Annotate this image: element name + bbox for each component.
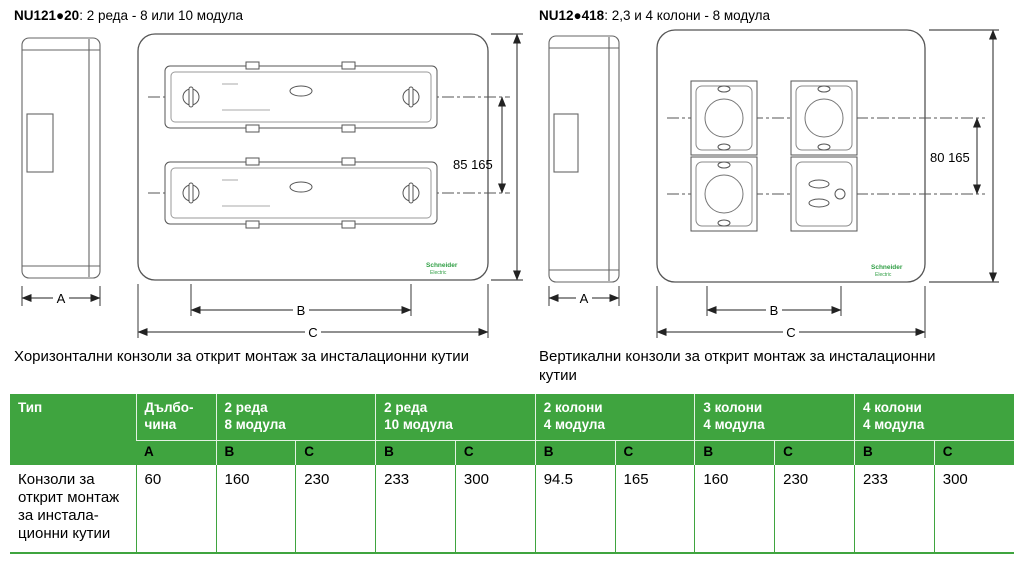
- col-group-2cols-4mod: 2 колони 4 модула: [534, 393, 695, 441]
- vertical-console-block: NU12●418: 2,3 и 4 колони - 8 модула: [535, 6, 1014, 386]
- value-cell: 230: [295, 464, 376, 553]
- dim-c: C: [137, 284, 489, 340]
- subheader-c: C: [454, 439, 536, 465]
- col-header-depth: Дълбо- чина: [135, 393, 216, 441]
- schneider-logo: Schneider: [426, 262, 458, 269]
- value-cell: 300: [933, 464, 1015, 553]
- value-cell: 233: [853, 464, 935, 553]
- subheader-b: B: [534, 439, 616, 465]
- subheader-c: C: [933, 439, 1015, 465]
- subheader-c: C: [614, 439, 695, 465]
- dim-heights-label: 85 165: [453, 157, 493, 172]
- col-header-type: Тип: [10, 393, 136, 465]
- left-caption: Хоризонтални конзоли за открит монтаж за…: [14, 348, 469, 365]
- value-cell: 60: [135, 464, 216, 553]
- dim-c: C: [656, 286, 926, 340]
- dim-a: A: [21, 286, 101, 306]
- right-caption: Вертикални конзоли за открит монтаж за и…: [539, 348, 936, 384]
- left-title-text: : 2 реда - 8 или 10 модула: [79, 8, 244, 23]
- dim-heights: 80 165: [929, 29, 999, 283]
- col-group-3cols-4mod: 3 колони 4 модула: [694, 393, 855, 441]
- horizontal-console-drawing: A: [21, 33, 523, 340]
- dim-b: B: [190, 284, 412, 318]
- dim-c-label: C: [786, 325, 795, 340]
- side-view: [21, 37, 101, 279]
- table-data-row: Конзоли за открит монтаж за инстала- цио…: [10, 464, 1015, 553]
- table-subheader-row: A B C B C B C B C B C: [10, 439, 1015, 465]
- subheader-b: B: [215, 439, 296, 465]
- module-column-2: [790, 80, 858, 232]
- dim-heights-label: 80 165: [930, 150, 970, 165]
- table-group-header-row: Тип Дълбо- чина 2 реда 8 модула 2 реда 1…: [10, 393, 1015, 465]
- value-cell: 300: [454, 464, 536, 553]
- dim-b: B: [706, 286, 842, 318]
- left-product-code: NU121●20: [14, 8, 80, 23]
- subheader-a: A: [136, 439, 216, 465]
- dim-a-label: A: [580, 291, 589, 306]
- col-group-4cols-4mod: 4 колони 4 модула: [853, 393, 1015, 441]
- vertical-console-drawing: A: [548, 29, 999, 340]
- col-group-2rows-8mod: 2 реда 8 модула: [215, 393, 376, 441]
- dim-a: A: [548, 286, 620, 306]
- dim-b-label: B: [297, 303, 306, 318]
- subheader-c: C: [774, 439, 855, 465]
- side-view: [548, 35, 620, 283]
- dim-a-label: A: [57, 291, 66, 306]
- drawings-section: NU121●20: 2 реда - 8 или 10 модула: [10, 6, 1014, 386]
- value-cell: 230: [774, 464, 855, 553]
- subheader-b: B: [694, 439, 775, 465]
- value-cell: 165: [614, 464, 695, 553]
- dim-c-label: C: [308, 325, 317, 340]
- schneider-logo-sub: Electric: [430, 270, 447, 276]
- schneider-logo: Schneider: [871, 264, 903, 271]
- value-cell: 160: [694, 464, 775, 553]
- subheader-b: B: [853, 439, 935, 465]
- col-group-2rows-10mod: 2 реда 10 модула: [375, 393, 536, 441]
- module-column-1: [690, 80, 758, 232]
- value-cell: 233: [375, 464, 456, 553]
- schneider-logo-sub: Electric: [875, 272, 892, 278]
- module-strip-bottom: [164, 157, 438, 229]
- module-strip-top: [164, 61, 438, 133]
- right-product-code: NU12●418: [539, 8, 605, 23]
- front-plate: [656, 29, 926, 283]
- horizontal-console-block: NU121●20: 2 реда - 8 или 10 модула: [10, 6, 535, 386]
- spec-table: Тип Дълбо- чина 2 реда 8 модула 2 реда 1…: [10, 393, 1015, 554]
- dim-b-label: B: [770, 303, 779, 318]
- value-cell: 160: [215, 464, 296, 553]
- value-cell: 94.5: [534, 464, 616, 553]
- row-label: Конзоли за открит монтаж за инстала- цио…: [10, 464, 136, 553]
- left-figure-title: NU121●20: 2 реда - 8 или 10 модула: [10, 6, 535, 26]
- dim-heights: 85 165: [453, 33, 523, 281]
- right-title-text: : 2,3 и 4 колони - 8 модула: [604, 8, 771, 23]
- subheader-b: B: [375, 439, 456, 465]
- subheader-c: C: [295, 439, 376, 465]
- right-figure-title: NU12●418: 2,3 и 4 колони - 8 модула: [535, 6, 1014, 26]
